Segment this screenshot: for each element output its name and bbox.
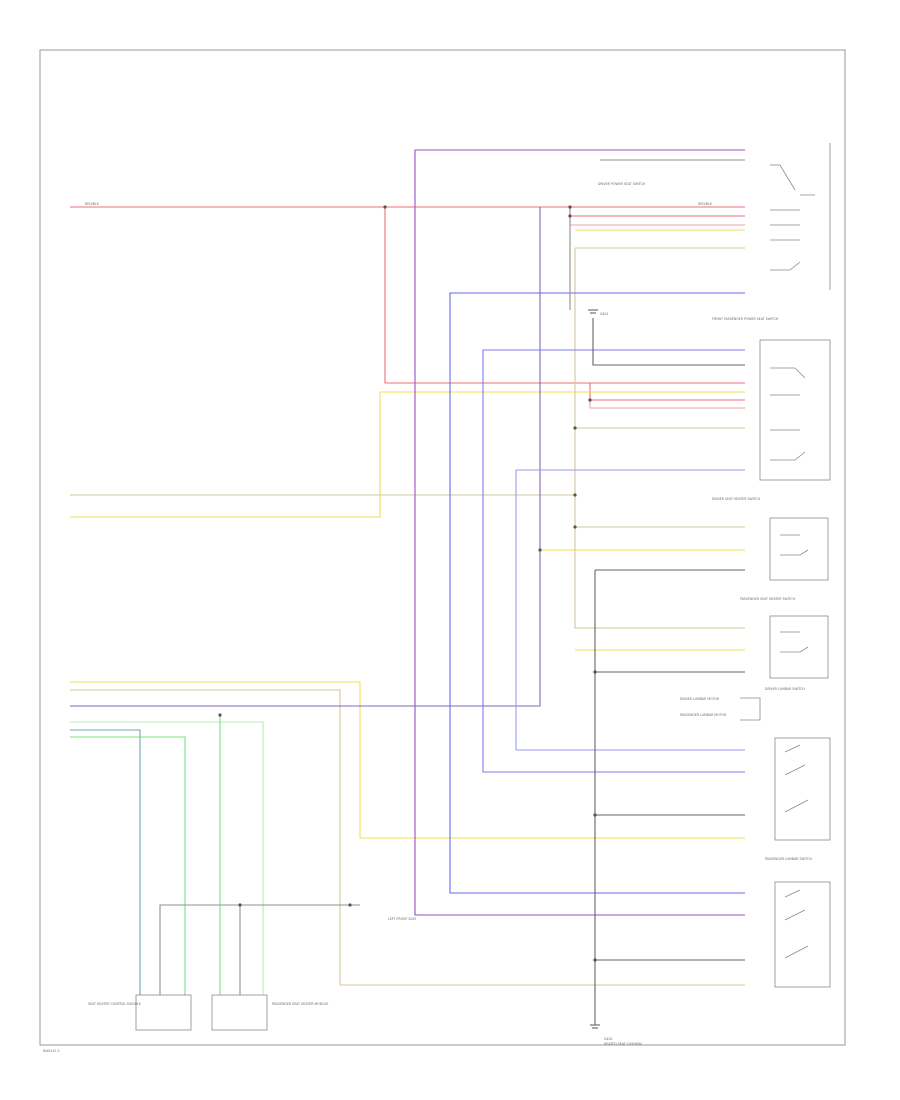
right-connector: PASSENGER SEAT HEATER MODULE [211, 994, 328, 1031]
splice-dot [593, 670, 597, 674]
connector-box [135, 994, 192, 1031]
black-wire-top [592, 318, 745, 366]
blue-wire-3 [515, 469, 745, 751]
lumbar-motors: DRIVER LUMBAR MOTOR PASSENGER LUMBAR MOT… [680, 697, 761, 721]
yellow-wire-lower [70, 681, 745, 839]
red-wire-label: RED/BLK [85, 202, 100, 206]
lower-right-note: HEATED SEAT CUSHION [604, 1042, 642, 1046]
ground-top-label: G401 [600, 312, 609, 316]
tan-wire-lower [70, 689, 745, 986]
switch-box [769, 615, 829, 679]
passenger-lumbar-label: PASSENGER LUMBAR SWITCH [765, 857, 812, 861]
switch-contact [780, 534, 809, 556]
left-upper-motor-label: DRIVER LUMBAR MOTOR [680, 697, 720, 701]
splice-dot [593, 958, 597, 962]
gray-wire-group [159, 159, 745, 1025]
passenger-lumbar-switch: PASSENGER LUMBAR SWITCH [765, 857, 831, 988]
passenger-switch-label: FRONT PASSENGER POWER SEAT SWITCH [712, 317, 779, 321]
splice-dot [573, 426, 577, 430]
tan-wire-group [70, 247, 745, 986]
green-wire-group [70, 715, 264, 995]
red-wire-group [70, 206, 745, 409]
violet-wire-lower [70, 207, 541, 707]
switch-contact [784, 744, 809, 813]
figure-code: W40412-3 [43, 1049, 59, 1053]
splice-dot [568, 205, 572, 209]
blue-wire-2 [482, 349, 745, 773]
splice-dot [568, 214, 572, 218]
passenger-heater-label: PASSENGER SEAT HEATER SWITCH [740, 597, 796, 601]
left-connector: SEAT HEATER CONTROL MODULE [88, 994, 192, 1031]
diagram-frame [39, 49, 846, 1046]
switch-box [769, 517, 829, 581]
switch-box [774, 737, 831, 841]
passenger-power-seat-switch: FRONT PASSENGER POWER SEAT SWITCH [712, 317, 831, 481]
splice-dot [238, 903, 242, 907]
passenger-heated-switch: PASSENGER SEAT HEATER SWITCH [740, 597, 829, 679]
green-wire-1 [70, 736, 186, 995]
driver-heated-switch: DRIVER SEAT HEATER SWITCH [712, 497, 829, 581]
ground-symbol [590, 1024, 600, 1029]
red-wire-label-right: RED/BLK [698, 202, 713, 206]
splice-dot [573, 493, 577, 497]
motor-bracket [740, 697, 761, 721]
driver-power-seat-switch: DRIVER POWER SEAT SWITCH [598, 143, 831, 290]
splice-dot [573, 525, 577, 529]
right-connector-label: PASSENGER SEAT HEATER MODULE [272, 1002, 328, 1006]
red-wire-bundle-4 [589, 400, 745, 409]
violet-wire-main [414, 149, 745, 916]
ground-bottom: G402 [590, 1024, 613, 1041]
splice-dot [538, 548, 542, 552]
switch-contact [770, 367, 806, 461]
left-connector-label: SEAT HEATER CONTROL MODULE [88, 1002, 141, 1006]
driver-lumbar-label: DRIVER LUMBAR SWITCH [765, 687, 805, 691]
red-wire-branch [384, 207, 745, 384]
driver-lumbar-switch: DRIVER LUMBAR SWITCH [765, 687, 831, 841]
switch-contact [770, 261, 801, 271]
yellow-wire-main [70, 391, 745, 518]
splice-dot [588, 398, 592, 402]
switch-box [759, 339, 831, 481]
yellow-wire-group [70, 229, 745, 839]
red-wire-bundle-1 [569, 207, 745, 217]
green-wire-2 [70, 721, 264, 995]
left-lower-motor-label: PASSENGER LUMBAR MOTOR [680, 713, 727, 717]
gray-wire-1 [159, 904, 360, 995]
switch-contact [770, 164, 815, 196]
violet-wire-group [70, 149, 745, 916]
switch-box [774, 881, 831, 988]
splice-dot [383, 205, 387, 209]
splice-note: LEFT FRONT SEAT [388, 917, 416, 921]
ground-top: G401 [588, 309, 609, 316]
blue-wire-group [449, 292, 745, 894]
switch-contact [784, 889, 809, 959]
splice-dot [348, 903, 352, 907]
splice-dot [593, 813, 597, 817]
driver-heater-label: DRIVER SEAT HEATER SWITCH [712, 497, 761, 501]
ground-bottom-label: G402 [604, 1037, 613, 1041]
switch-contact [770, 209, 800, 241]
splice-points [218, 205, 597, 962]
driver-switch-label: DRIVER POWER SEAT SWITCH [598, 182, 646, 186]
connector-box [211, 994, 268, 1031]
teal-wire [70, 729, 141, 995]
blue-wire-1 [449, 292, 745, 894]
switch-contact [780, 631, 809, 653]
tan-wire-vertical [574, 248, 745, 629]
ground-symbol [588, 309, 598, 314]
red-wire-bundle-2 [569, 216, 745, 226]
splice-dot [218, 713, 222, 717]
